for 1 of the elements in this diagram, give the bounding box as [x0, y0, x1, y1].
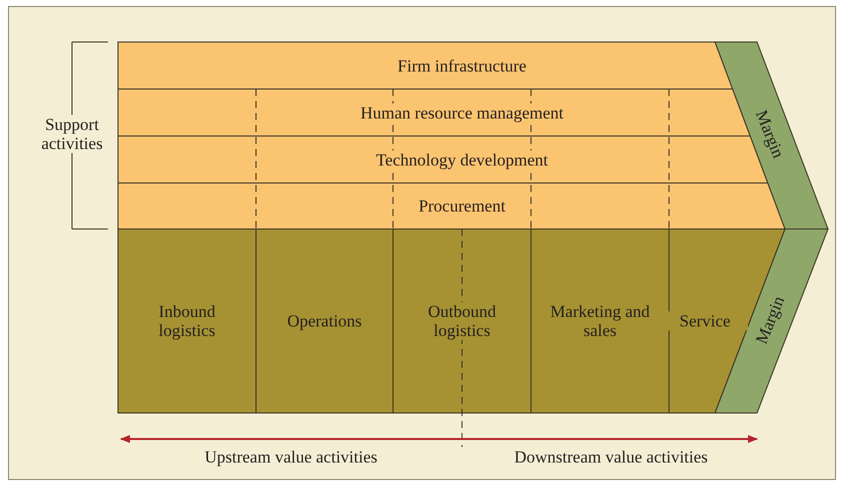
margin-label: Margin: [750, 106, 790, 163]
